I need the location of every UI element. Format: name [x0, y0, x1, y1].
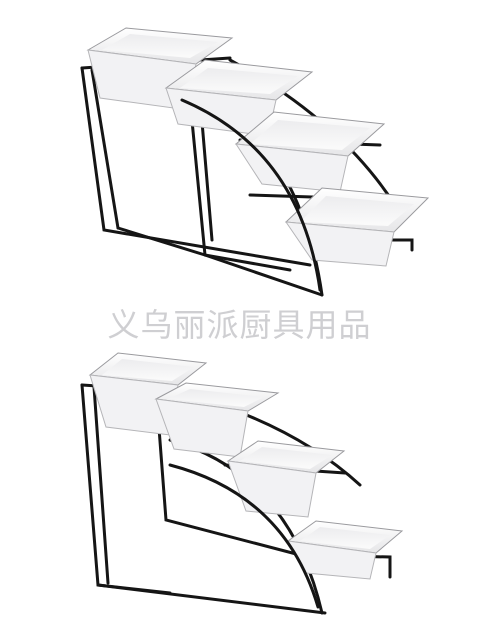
pan-3-alt	[226, 440, 346, 518]
watermark-text: 义乌丽派厨具用品	[107, 305, 372, 344]
display-rack-illustration	[80, 27, 430, 297]
display-rack-illustration-alt	[80, 352, 404, 615]
pan-4-alt	[286, 520, 404, 580]
product-photo-bottom	[0, 345, 479, 637]
pan-2	[164, 59, 314, 137]
product-photo-top	[0, 0, 479, 300]
pan-2-alt	[154, 382, 280, 458]
pan-4	[284, 187, 430, 267]
pan-1-alt	[88, 352, 208, 436]
